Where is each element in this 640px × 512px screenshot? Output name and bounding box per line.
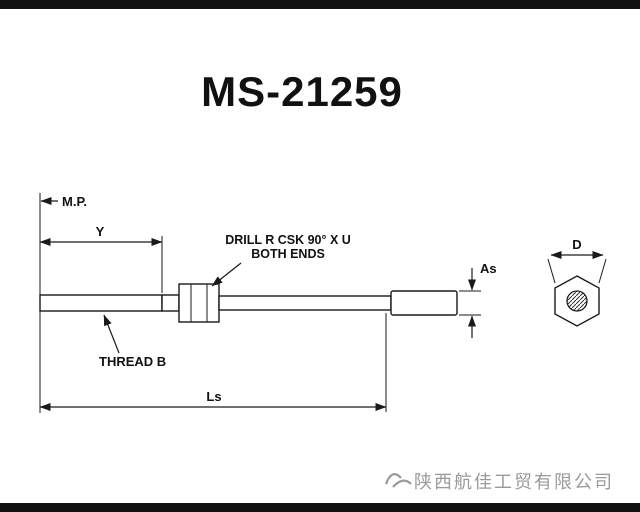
- hex-nut-body: [178, 283, 220, 323]
- cable-hole: [566, 290, 588, 312]
- collar: [161, 294, 180, 312]
- rod-barrel: [218, 295, 392, 311]
- thread-label: THREAD B: [99, 354, 166, 369]
- rod-assembly: [39, 283, 458, 323]
- bottom-letterbox-bar: [0, 503, 640, 512]
- as-dimension: As: [459, 261, 497, 338]
- watermark: 陕西航佳工贸有限公司: [384, 472, 614, 492]
- thread-label-group: THREAD B: [99, 314, 166, 369]
- mp-dimension: M.P.: [40, 194, 87, 209]
- d-extension-left: [547, 258, 556, 284]
- threaded-shank: [39, 294, 163, 312]
- watermark-company-text: 陕西航佳工贸有限公司: [414, 472, 614, 492]
- ls-label: Ls: [206, 389, 221, 404]
- drawing-title: MS-21259: [201, 68, 403, 115]
- drill-note-line2: BOTH ENDS: [251, 247, 325, 261]
- as-label: As: [480, 261, 497, 276]
- top-letterbox-bar: [0, 0, 640, 9]
- y-label: Y: [96, 224, 105, 239]
- mp-label: M.P.: [62, 194, 87, 209]
- watermark-logo-icon: [384, 473, 412, 488]
- drill-note: DRILL R CSK 90° X U BOTH ENDS: [211, 233, 351, 287]
- thread-leader-line: [103, 314, 120, 354]
- d-extension-right: [598, 258, 607, 284]
- y-dimension: Y: [39, 224, 163, 246]
- ls-dimension: Ls: [39, 389, 387, 411]
- drill-note-line1: DRILL R CSK 90° X U: [225, 233, 351, 247]
- drill-leader-line: [211, 262, 242, 287]
- hex-end-view: D: [547, 237, 607, 327]
- swaged-cable-end: [390, 290, 458, 316]
- d-label: D: [572, 237, 581, 252]
